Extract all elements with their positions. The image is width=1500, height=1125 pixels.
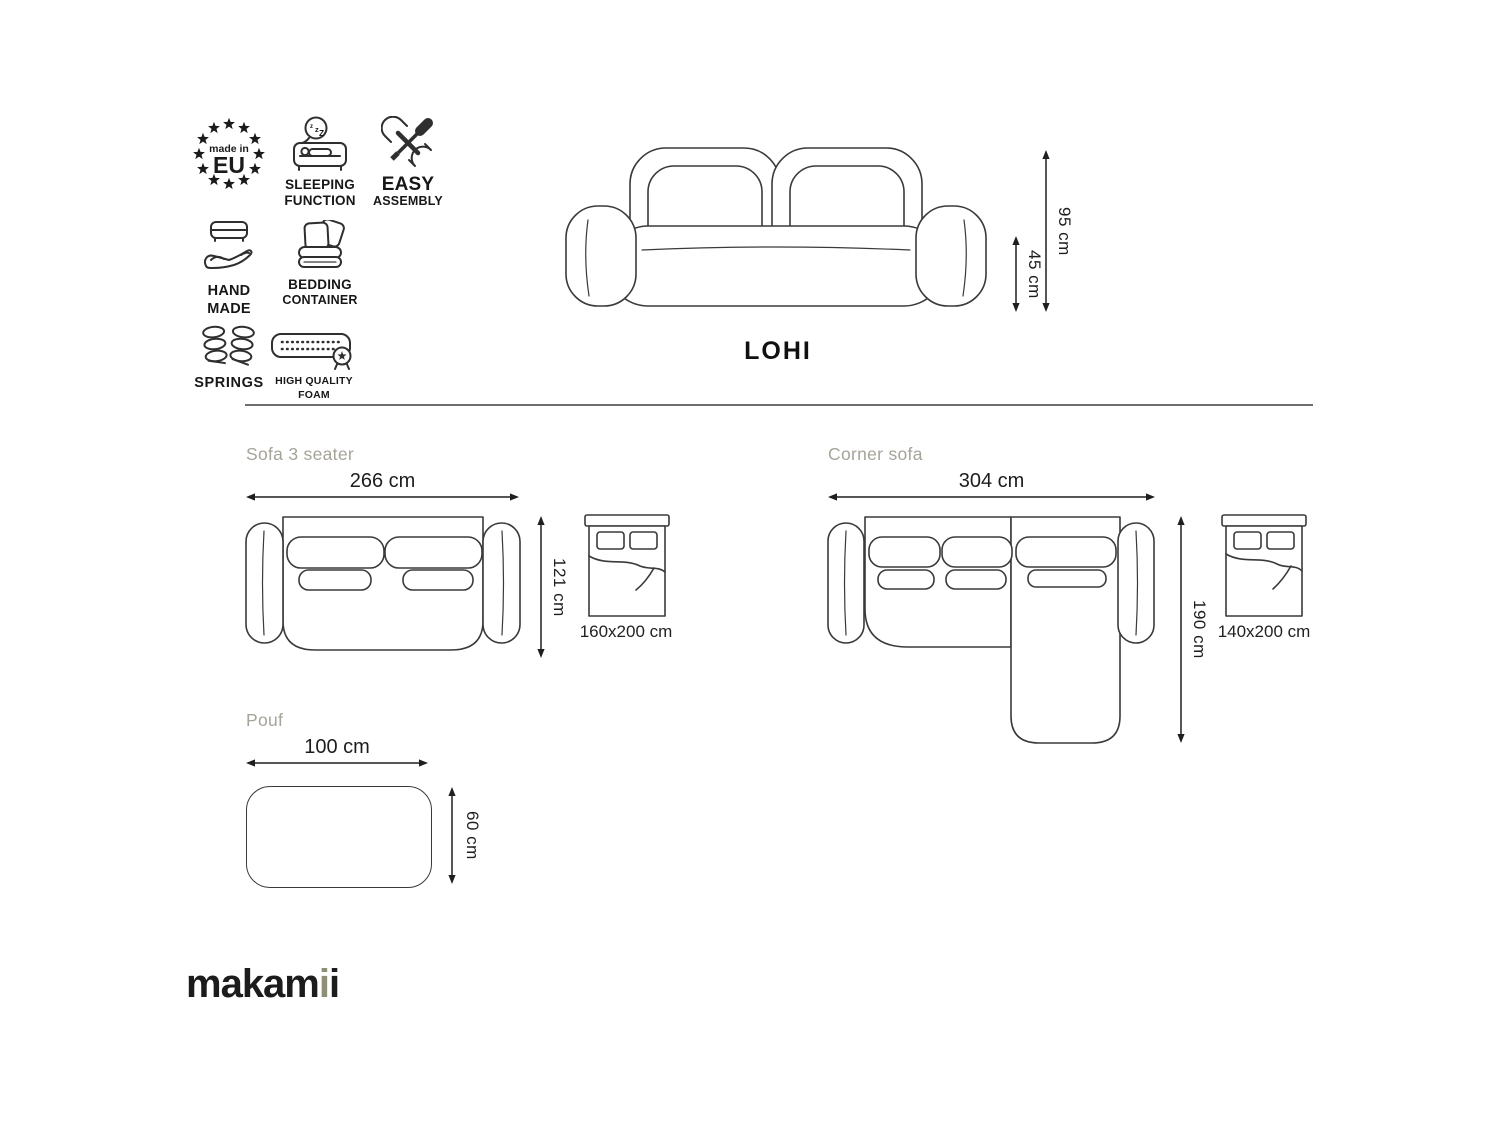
hand-made-label: HAND MADE xyxy=(207,283,251,317)
sleeping-function-label: SLEEPING FUNCTION xyxy=(284,177,356,209)
sofa3-depth-arrow xyxy=(537,516,545,658)
corner-section-title: Corner sofa xyxy=(828,444,923,464)
sofa-front-view-drawing xyxy=(565,147,987,307)
feature-high-quality-foam: HIGH QUALITY FOAM xyxy=(266,330,362,402)
pouf-section-title: Pouf xyxy=(246,710,284,730)
feature-bedding-container: BEDDING CONTAINER xyxy=(276,220,364,309)
easy-assembly-label: EASY ASSEMBLY xyxy=(373,174,443,209)
feature-springs: SPRINGS xyxy=(188,324,270,393)
total-height-label: 95 cm xyxy=(1055,206,1074,256)
zzz-z2: z xyxy=(315,125,319,134)
sofa3-width-label: 266 cm xyxy=(349,470,416,492)
zzz-z1: z xyxy=(310,124,313,130)
product-title: LOHI xyxy=(744,337,812,365)
section-divider xyxy=(245,404,1313,406)
high-quality-foam-icon xyxy=(271,333,352,370)
pouf-width-arrow xyxy=(246,759,428,767)
sofa3-bed-icon xyxy=(584,514,670,617)
brand-logo-part2: i xyxy=(329,962,340,1006)
sofa3-top-view-drawing xyxy=(245,516,521,651)
zzz-z3: Z xyxy=(319,128,324,138)
corner-depth-arrow xyxy=(1177,516,1185,743)
springs-icon xyxy=(202,325,255,366)
made-in-label: made in xyxy=(209,143,249,155)
seat-height-arrow xyxy=(1012,236,1020,312)
pouf-depth-label: 60 cm xyxy=(463,811,482,860)
corner-bed-icon xyxy=(1221,514,1307,617)
pouf-top-view-drawing xyxy=(246,786,432,888)
total-height-arrow xyxy=(1042,150,1050,312)
made-in-eu-icon: made in EU xyxy=(193,117,265,190)
pouf-width-label: 100 cm xyxy=(304,736,370,758)
pouf-depth-arrow xyxy=(448,787,456,884)
sleeping-function-icon: z z Z xyxy=(293,116,347,171)
brand-logo-accent-i: i xyxy=(318,962,330,1006)
feature-hand-made: HAND MADE xyxy=(188,220,270,318)
sofa3-depth-label: 121 cm xyxy=(550,557,569,617)
corner-top-view-drawing xyxy=(827,516,1155,744)
feature-easy-assembly: EASY ASSEMBLY xyxy=(364,116,452,210)
corner-width-label: 304 cm xyxy=(958,470,1025,492)
corner-bed-size-label: 140x200 cm xyxy=(1217,622,1311,641)
corner-depth-label: 190 cm xyxy=(1190,600,1209,659)
feature-made-in-eu: made in EU xyxy=(188,114,270,196)
sofa3-width-arrow xyxy=(246,493,519,501)
easy-assembly-icon xyxy=(381,116,433,167)
springs-label: SPRINGS xyxy=(194,375,264,391)
seat-height-label: 45 cm xyxy=(1025,249,1044,299)
bedding-container-label: BEDDING CONTAINER xyxy=(282,277,358,308)
sofa3-section-title: Sofa 3 seater xyxy=(246,444,354,464)
eu-label: EU xyxy=(213,152,245,178)
feature-sleeping-function: z z Z SLEEPING FUNCTION xyxy=(276,116,364,210)
high-quality-foam-label: HIGH QUALITY FOAM xyxy=(275,375,353,401)
brand-logo: makamii xyxy=(186,962,340,1007)
sofa3-bed-size-label: 160x200 cm xyxy=(579,622,673,641)
hand-made-icon xyxy=(204,221,253,269)
brand-logo-part1: makam xyxy=(186,962,320,1006)
bedding-container-icon xyxy=(298,220,345,268)
corner-width-arrow xyxy=(828,493,1155,501)
